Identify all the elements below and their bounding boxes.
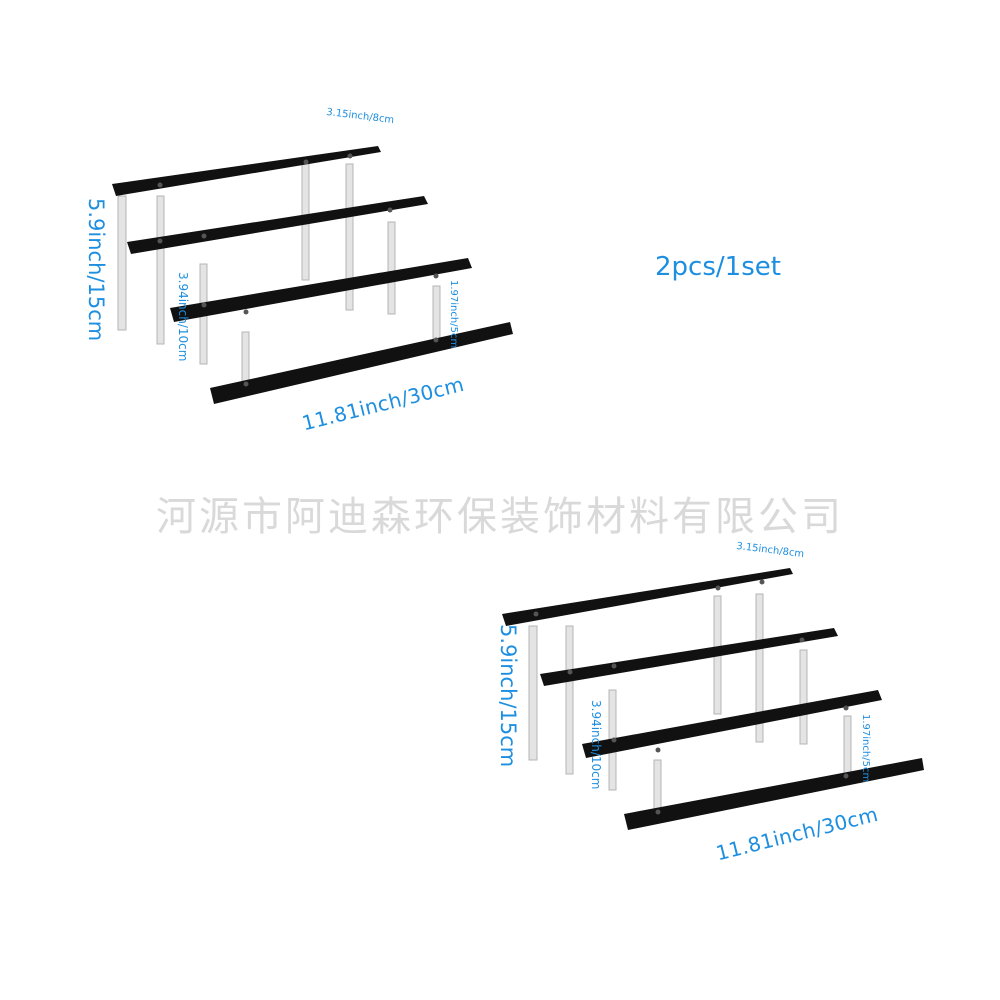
step-height-dimension-label: 3.94inch/10cm [589, 700, 603, 790]
riser-height-dimension-label: 1.97inch/5cm [860, 714, 871, 783]
step-height-dimension-label: 3.94inch/10cm [176, 272, 190, 362]
set-quantity-caption: 2pcs/1set [655, 252, 781, 282]
riser-drawing [112, 146, 513, 404]
company-watermark: 河源市阿迪森环保装饰材料有限公司 [156, 494, 844, 540]
riser-drawing [502, 568, 924, 830]
acrylic-riser-top: 3.15inch/8cm 5.9inch/15cm 3.94inch/10cm … [0, 0, 520, 460]
total-height-dimension-label: 5.9inch/15cm [496, 624, 520, 768]
total-height-dimension-label: 5.9inch/15cm [84, 198, 108, 342]
riser-height-dimension-label: 1.97inch/5cm [448, 280, 459, 349]
acrylic-riser-bottom: 3.15inch/8cm 5.9inch/15cm 3.94inch/10cm … [466, 530, 1000, 930]
